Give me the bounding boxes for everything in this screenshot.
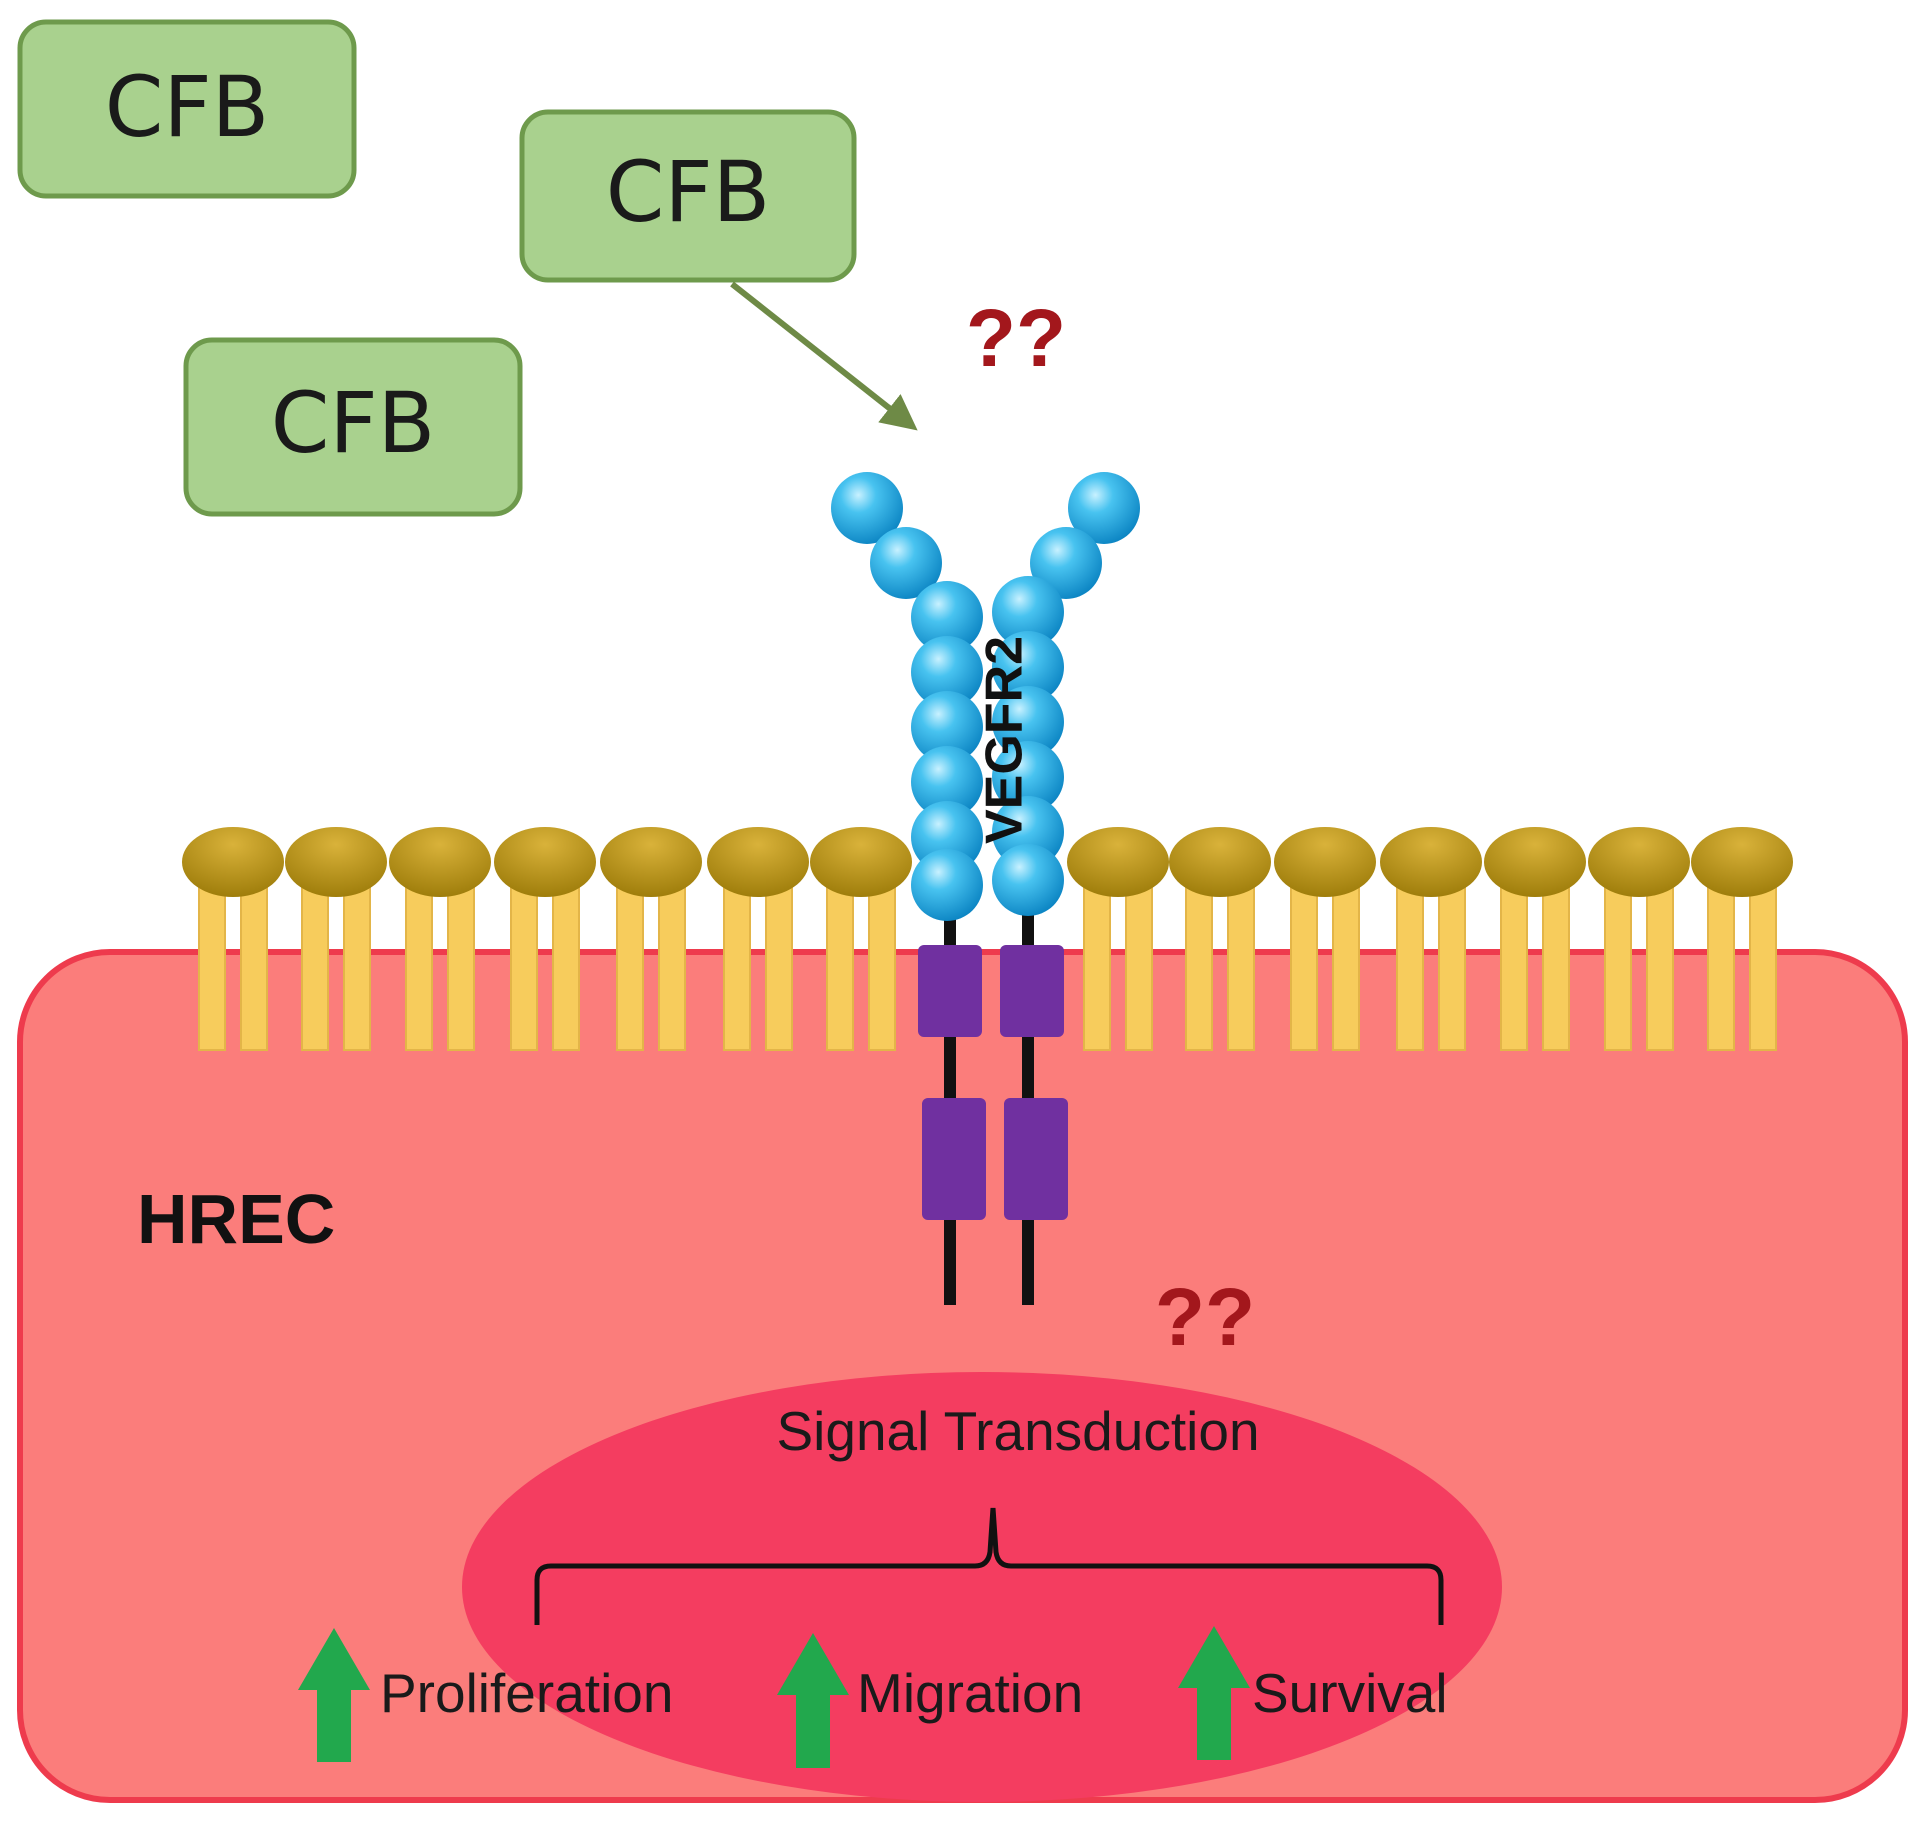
lipid-head <box>707 827 809 897</box>
lipid-head <box>1588 827 1690 897</box>
lipid-tail <box>1125 869 1153 1051</box>
outcome-proliferation: Proliferation <box>380 1662 673 1724</box>
lipid-tail <box>198 869 226 1051</box>
lipid-head <box>1691 827 1793 897</box>
phospholipid <box>1691 827 1793 1051</box>
phospholipid <box>1067 827 1169 1051</box>
phospholipid <box>1380 827 1482 1051</box>
lipid-head <box>1067 827 1169 897</box>
lipid-head <box>600 827 702 897</box>
lipid-head <box>389 827 491 897</box>
lipid-head <box>1274 827 1376 897</box>
lipid-tail <box>868 869 896 1051</box>
receptor-bead <box>911 849 983 921</box>
lipid-tail <box>240 869 268 1051</box>
receptor-bead <box>870 527 942 599</box>
lipid-tail <box>1646 869 1674 1051</box>
lipid-tail <box>616 869 644 1051</box>
phospholipid <box>810 827 912 1051</box>
lipid-tail <box>1604 869 1632 1051</box>
lipid-tail <box>552 869 580 1051</box>
kinase-domain <box>918 945 982 1037</box>
cfb-label: CFB <box>606 143 771 241</box>
receptor-bead <box>992 686 1064 758</box>
receptor-label: VEGFR2 <box>976 636 1034 844</box>
lipid-head <box>1169 827 1271 897</box>
lipid-tail <box>826 869 854 1051</box>
kinase-domain <box>922 1098 986 1220</box>
receptor-bead <box>992 631 1064 703</box>
lipid-head <box>1484 827 1586 897</box>
lipid-tail <box>1083 869 1111 1051</box>
unknown-binding-mark: ?? <box>966 293 1066 384</box>
receptor-bead <box>992 741 1064 813</box>
pathway-label: Signal Transduction <box>776 1400 1259 1462</box>
lipid-head <box>1380 827 1482 897</box>
unknown-signaling-mark: ?? <box>1155 1272 1255 1363</box>
cfb-label: CFB <box>105 58 270 156</box>
lipid-tail <box>765 869 793 1051</box>
lipid-tail <box>1332 869 1360 1051</box>
up-arrow-icon <box>298 1628 370 1762</box>
lipid-tail <box>301 869 329 1051</box>
kinase-domain <box>1004 1098 1068 1220</box>
phospholipid <box>1274 827 1376 1051</box>
vegfr2-receptor: VEGFR2 <box>831 472 1140 1305</box>
receptor-bead <box>911 581 983 653</box>
lipid-tail <box>1500 869 1528 1051</box>
lipid-tail <box>1227 869 1255 1051</box>
up-arrow-icon <box>1178 1626 1250 1760</box>
outcome-migration: Migration <box>857 1662 1083 1724</box>
lipid-tail <box>405 869 433 1051</box>
phospholipid <box>285 827 387 1051</box>
phospholipid <box>1588 827 1690 1051</box>
receptor-bead <box>911 636 983 708</box>
lipid-head <box>810 827 912 897</box>
phospholipid <box>1484 827 1586 1051</box>
lipid-tail <box>1707 869 1735 1051</box>
lipid-tail <box>1749 869 1777 1051</box>
phospholipid <box>182 827 284 1051</box>
lipid-tail <box>343 869 371 1051</box>
signal-transduction-region <box>462 1372 1502 1802</box>
up-arrow-icon <box>777 1633 849 1768</box>
cfb-label: CFB <box>271 374 436 472</box>
phospholipid <box>494 827 596 1051</box>
lipid-tail <box>1542 869 1570 1051</box>
cfb-ligand: CFB <box>519 109 857 283</box>
lipid-tail <box>1185 869 1213 1051</box>
kinase-domain <box>1000 945 1064 1037</box>
cell-label: HREC <box>137 1180 335 1258</box>
phospholipid <box>707 827 809 1051</box>
receptor-bead <box>831 472 903 544</box>
lipid-head <box>494 827 596 897</box>
phospholipid <box>389 827 491 1051</box>
lipid-tail <box>447 869 475 1051</box>
receptor-bead <box>1030 527 1102 599</box>
lipid-tail <box>510 869 538 1051</box>
outcome-survival: Survival <box>1252 1662 1448 1724</box>
receptor-bead <box>992 844 1064 916</box>
receptor-bead <box>911 746 983 818</box>
receptor-bead <box>1068 472 1140 544</box>
receptor-bead <box>911 691 983 763</box>
binding-arrow <box>730 281 918 431</box>
outcome-brace <box>534 1507 1444 1625</box>
cell-membrane <box>182 827 1793 1051</box>
lipid-tail <box>1438 869 1466 1051</box>
receptor-bead <box>992 576 1064 648</box>
phospholipid <box>600 827 702 1051</box>
lipid-tail <box>1290 869 1318 1051</box>
lipid-tail <box>723 869 751 1051</box>
phospholipid <box>1169 827 1271 1051</box>
lipid-head <box>182 827 284 897</box>
cfb-ligand: CFB <box>183 337 523 517</box>
cfb-ligand: CFB <box>17 19 357 199</box>
lipid-head <box>285 827 387 897</box>
lipid-tail <box>658 869 686 1051</box>
lipid-tail <box>1396 869 1424 1051</box>
